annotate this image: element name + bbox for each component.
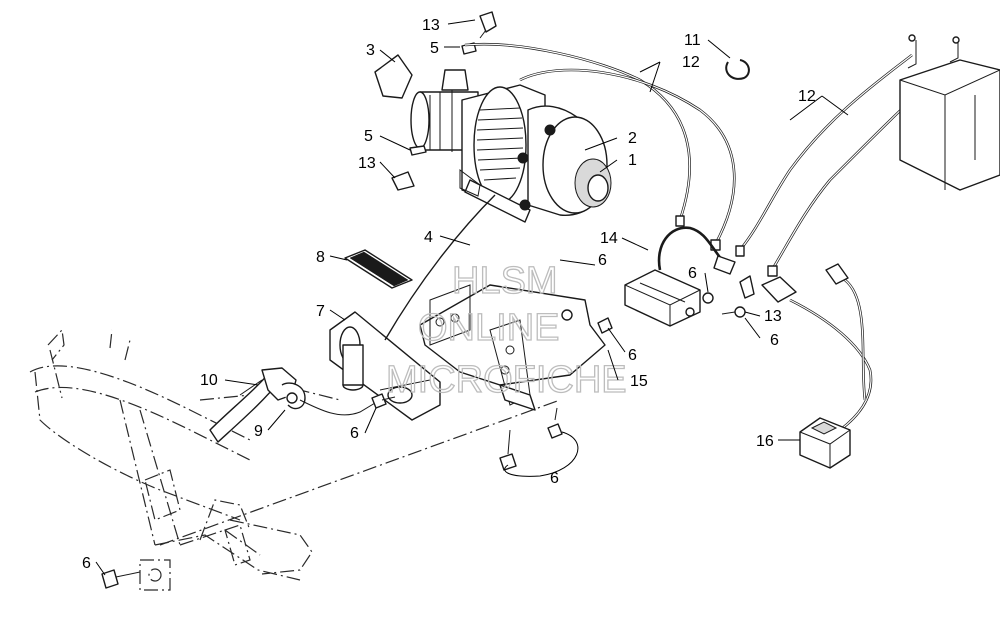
contactor [624,226,736,327]
callout-5-lower: 5 [364,128,373,145]
power-cables [464,43,951,277]
winch-cable [384,194,496,341]
roller-fairlead [329,311,441,421]
terminal-boot-top [479,11,497,39]
bolt-fairlead [371,393,396,409]
bolt-frame [101,569,141,589]
nut-right [702,292,714,304]
battery [899,34,1000,191]
bolt-right [721,306,746,318]
terminal-boot-lower [391,171,415,191]
watermark-line3: MICROFICHE [386,359,627,401]
callout-12-winch: 12 [682,54,700,71]
callout-6-fairlead: 6 [350,425,359,442]
mount-plate [419,284,606,411]
decal [344,249,413,289]
watermark-line2: ONLINE [418,307,559,349]
terminal-boot-right [739,275,755,299]
callout-15: 15 [630,373,648,390]
callout-9: 9 [254,423,263,440]
switch-harness [761,263,873,432]
bolt-plate-bottom [499,429,517,471]
callout-6-right: 6 [770,332,779,349]
winch-switch [799,417,851,469]
callout-1: 1 [628,152,637,169]
hook-strap [209,367,297,443]
vehicle-frame [29,328,561,591]
winch-assembly [410,69,612,223]
callout-11: 11 [684,32,701,49]
callout-4: 4 [424,229,433,246]
callout-14: 14 [600,230,618,247]
watermark: HLSM ONLINE MICROFICHE [385,259,627,401]
cable-clamp [725,59,750,80]
callout-6-upper: 6 [598,252,607,269]
callout-2: 2 [628,130,637,147]
callout-10: 10 [200,372,218,389]
callout-6-plate: 6 [628,347,637,364]
callout-16: 16 [756,433,774,450]
bolt-plate-right [561,309,613,334]
callout-13-right: 13 [764,308,782,325]
bolt-plate-lower [547,407,563,439]
gasket-disk [374,54,413,99]
callout-8: 8 [316,249,325,266]
callout-13-lower: 13 [358,155,376,172]
callout-6-contactor: 6 [688,265,697,282]
callout-7: 7 [316,303,325,320]
callout-6-bottom: 6 [550,470,559,487]
nut-lower [409,145,427,156]
leader-lines [95,19,849,576]
callout-12-battery: 12 [798,88,816,105]
callout-5-top: 5 [430,40,439,57]
watermark-line1: HLSM [452,260,558,302]
clevis-hook [281,382,381,416]
callout-labels: 13 5 3 2 1 5 13 11 12 12 4 14 6 6 8 7 13… [82,17,816,572]
callout-3: 3 [366,42,375,59]
callout-6-frame: 6 [82,555,91,572]
callout-13-top: 13 [422,17,440,34]
